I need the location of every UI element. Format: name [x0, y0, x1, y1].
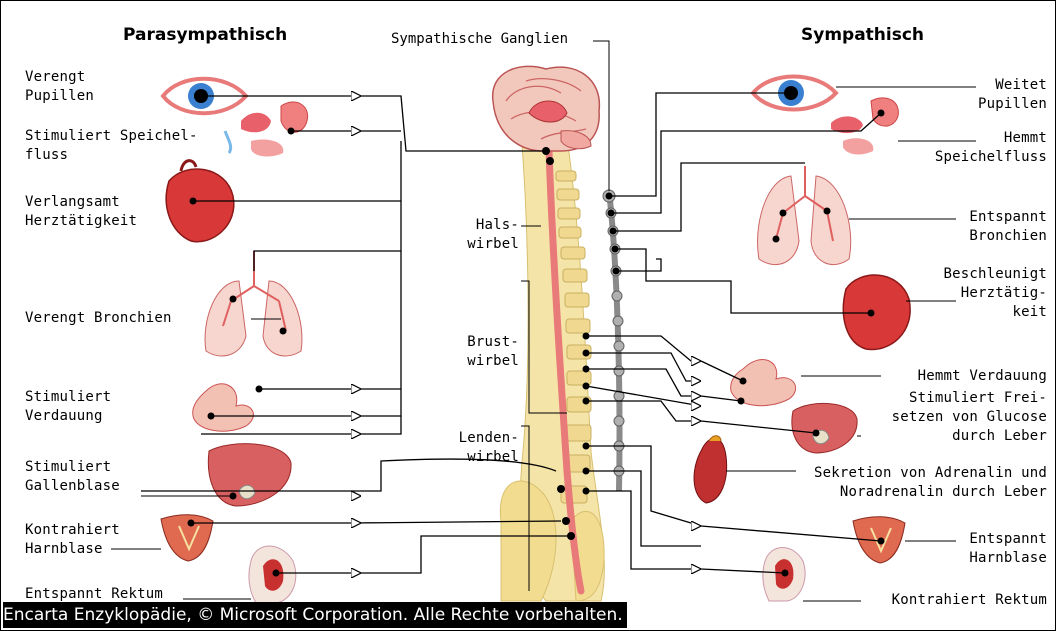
left-label-bronchi: Verengt Bronchien: [25, 309, 172, 328]
right-label-glucose: Stimuliert Frei- setzen von Glucose durc…: [801, 389, 1047, 446]
salivary-glands-left-icon: [225, 102, 308, 157]
right-label-bladder: Entspannt Harnblase: [801, 530, 1047, 568]
left-label-pupils: Verengt Pupillen: [25, 68, 94, 106]
copyright-bar: Encarta Enzyklopädie, © Microsoft Corpor…: [3, 602, 627, 628]
brain-illustration: [493, 66, 600, 151]
liver-left-icon: [208, 444, 291, 506]
right-label-rectum: Kontrahiert Rektum: [801, 591, 1047, 610]
rectum-left-icon: [249, 546, 296, 603]
left-label-digestion: Stimuliert Verdauung: [25, 388, 111, 426]
left-label-bladder: Kontrahiert Harnblase: [25, 521, 120, 559]
left-label-saliva: Stimuliert Speichel- fluss: [25, 127, 198, 165]
right-label-heart: Beschleunigt Herztätig- keit: [801, 265, 1047, 322]
left-label-heart: Verlangsamt Herztätigkeit: [25, 193, 137, 231]
ganglia-heading: Sympathische Ganglien: [391, 31, 568, 47]
right-label-digestion: Hemmt Verdauung: [801, 367, 1047, 386]
right-label-bronchi: Entspannt Bronchien: [801, 208, 1047, 246]
stomach-left-icon: [193, 384, 254, 431]
lumbar-vertebrae-label: Lenden- wirbel: [431, 429, 519, 467]
parasympathetic-heading: Parasympathisch: [123, 25, 287, 45]
bladder-left-icon: [161, 515, 213, 561]
left-label-gallbladder: Stimuliert Gallenblase: [25, 458, 120, 496]
thoracic-vertebrae-label: Brust- wirbel: [431, 333, 519, 371]
cervical-vertebrae-label: Hals- wirbel: [431, 216, 519, 254]
right-label-adrenalin: Sekretion von Adrenalin und Noradrenalin…: [701, 464, 1047, 502]
right-label-saliva: Hemmt Speichelfluss: [801, 129, 1047, 167]
right-label-pupils: Weitet Pupillen: [801, 76, 1047, 114]
sympathetic-heading: Sympathisch: [801, 25, 924, 45]
